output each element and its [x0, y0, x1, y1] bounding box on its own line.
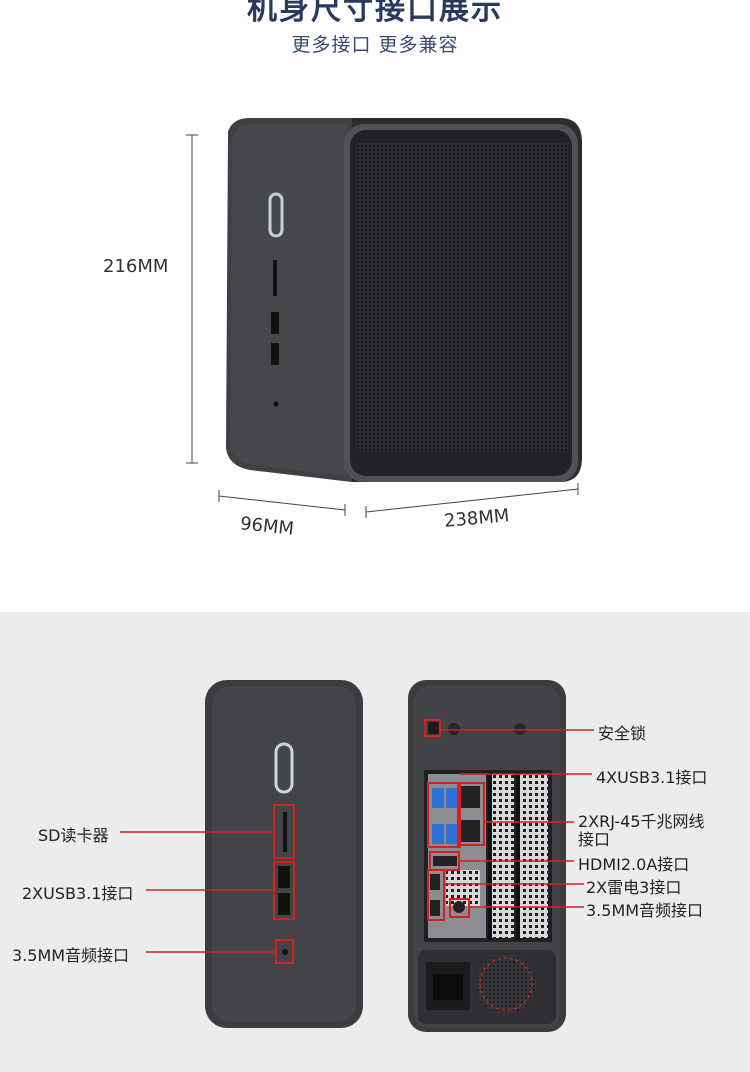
usb-port-icon	[271, 343, 279, 365]
device-front-view	[120, 680, 363, 1028]
page-title: 机身尺寸接口展示	[247, 0, 503, 27]
page-subtitle: 更多接口 更多兼容	[291, 34, 459, 56]
audio-jack-icon	[282, 949, 288, 955]
rear-usb-label: 4XUSB3.1接口	[596, 768, 708, 787]
usb-port-icon	[271, 312, 279, 334]
ports-section: SD读卡器 2XUSB3.1接口 3.5MM音频接口 安全锁 4XUSB3.1接…	[0, 612, 750, 1072]
sd-slot-icon	[283, 812, 287, 852]
power-button-icon	[268, 192, 284, 238]
rear-audio-label: 3.5MM音频接口	[586, 901, 704, 920]
product-3d-illustration	[186, 118, 582, 518]
height-dimension: 216MM	[103, 256, 169, 277]
audio-jack-icon	[273, 401, 279, 407]
front-sd-reader-label: SD读卡器	[38, 826, 109, 845]
rear-thunderbolt-label: 2X雷电3接口	[586, 878, 682, 897]
usb-port-icon	[278, 866, 290, 888]
dimensions-section: 机身尺寸接口展示 更多接口 更多兼容	[103, 0, 582, 540]
rear-lock-label: 安全锁	[598, 724, 647, 743]
rear-rj45-label: 2XRJ-45千兆网线	[578, 812, 705, 831]
rear-hdmi-label: HDMI2.0A接口	[578, 855, 690, 874]
power-button-icon	[274, 742, 294, 794]
sd-slot-icon	[273, 260, 277, 296]
dimension-lines	[186, 134, 579, 518]
front-usb-label: 2XUSB3.1接口	[22, 884, 134, 903]
usb-port-icon	[278, 893, 290, 915]
device-rear-view	[408, 680, 594, 1032]
front-audio-label: 3.5MM音频接口	[12, 946, 130, 965]
rear-rj45-label-cont: 接口	[578, 830, 611, 849]
ports-illustration	[120, 680, 594, 1032]
